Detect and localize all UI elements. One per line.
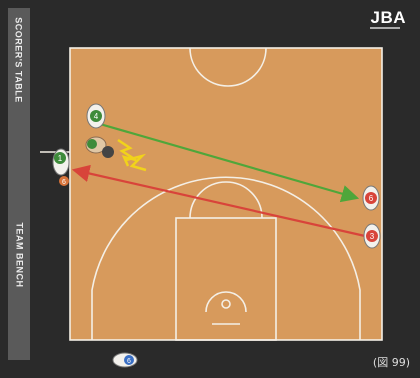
contact-spark-icon — [117, 138, 137, 167]
center-circle-arc — [189, 47, 267, 87]
svg-text:3: 3 — [370, 232, 375, 241]
svg-text:4: 4 — [94, 112, 99, 121]
green-pass-arrow — [99, 122, 360, 203]
player-green-top: 4 — [86, 103, 106, 129]
red-pass-arrow — [71, 164, 366, 238]
sideline-band — [8, 8, 30, 360]
svg-text:1: 1 — [58, 154, 63, 163]
court-floor — [70, 48, 382, 340]
free-throw-lane — [175, 217, 277, 341]
restricted-area-arc — [205, 291, 247, 313]
jba-logo: JBA — [370, 8, 406, 27]
rim — [221, 299, 231, 309]
player-green-sideline: 1 — [52, 148, 70, 176]
player-orange-sideline: 6 — [59, 176, 69, 186]
figure-caption: (図 99) — [372, 356, 410, 369]
player-red-lower: 3 — [363, 223, 381, 249]
three-point-line — [91, 176, 361, 340]
free-throw-circle — [189, 181, 263, 219]
svg-text:6: 6 — [62, 179, 66, 186]
player-blue-bottom: 6 — [112, 352, 138, 368]
svg-text:6: 6 — [127, 358, 131, 365]
player-red-upper: 6 — [362, 185, 380, 211]
contact-spark-icon-2 — [125, 153, 147, 172]
svg-text:6: 6 — [369, 194, 374, 203]
jba-logo-underline — [370, 27, 400, 29]
player-green-fallen — [85, 136, 114, 158]
